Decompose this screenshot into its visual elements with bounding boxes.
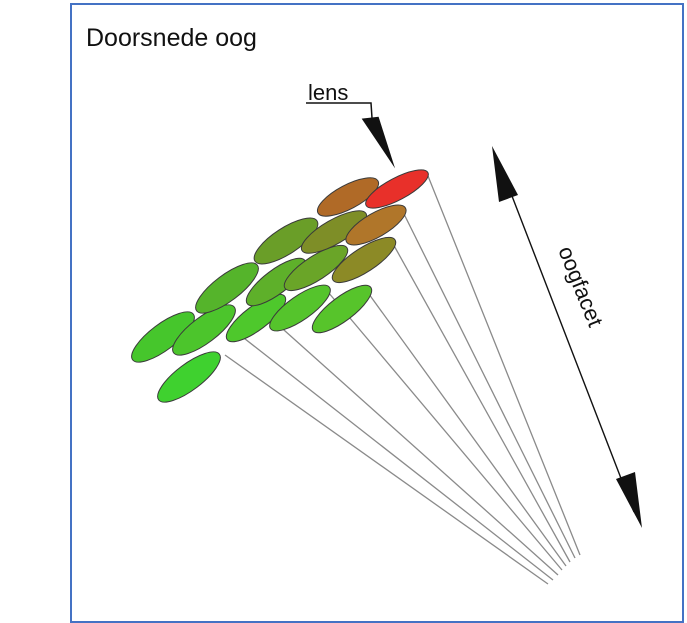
lens-ellipse — [157, 351, 221, 403]
lens-ellipse — [195, 262, 259, 314]
optical-line — [427, 175, 581, 556]
optical-line — [365, 289, 567, 567]
oogfacet-arrowhead-top — [492, 146, 518, 202]
lens-ellipse — [269, 284, 331, 332]
optical-line — [274, 321, 559, 576]
eye-cross-section-diagram: lens oogfacet — [131, 80, 642, 585]
optical-line — [327, 291, 563, 571]
lens-label: lens — [308, 80, 348, 105]
diagram-title: Doorsnede oog — [86, 24, 257, 52]
lens-ellipse — [345, 204, 407, 246]
optical-line — [239, 334, 554, 581]
lens-ellipse — [316, 177, 380, 217]
optical-line — [224, 354, 549, 585]
oogfacet-label: oogfacet — [553, 243, 608, 331]
optical-line — [391, 241, 571, 563]
lens-ellipse — [131, 311, 195, 363]
optical-lines — [224, 175, 581, 585]
lens-arrowhead — [361, 116, 396, 169]
lens-array — [131, 169, 429, 403]
optical-line — [402, 211, 576, 559]
lens-ellipse — [300, 210, 368, 254]
lens-ellipse — [365, 169, 429, 209]
lens-ellipse — [245, 257, 307, 307]
oogfacet-arrow-shaft — [499, 164, 635, 513]
lens-ellipse — [311, 284, 373, 334]
lens-ellipse — [253, 217, 319, 265]
lens-ellipse — [283, 244, 349, 292]
lens-ellipse — [172, 304, 236, 356]
lens-ellipse — [225, 293, 287, 343]
lens-pointer-arrow — [306, 102, 373, 119]
figure-frame — [70, 3, 684, 623]
lens-ellipse — [331, 236, 397, 284]
oogfacet-arrowhead-bottom — [616, 472, 642, 528]
